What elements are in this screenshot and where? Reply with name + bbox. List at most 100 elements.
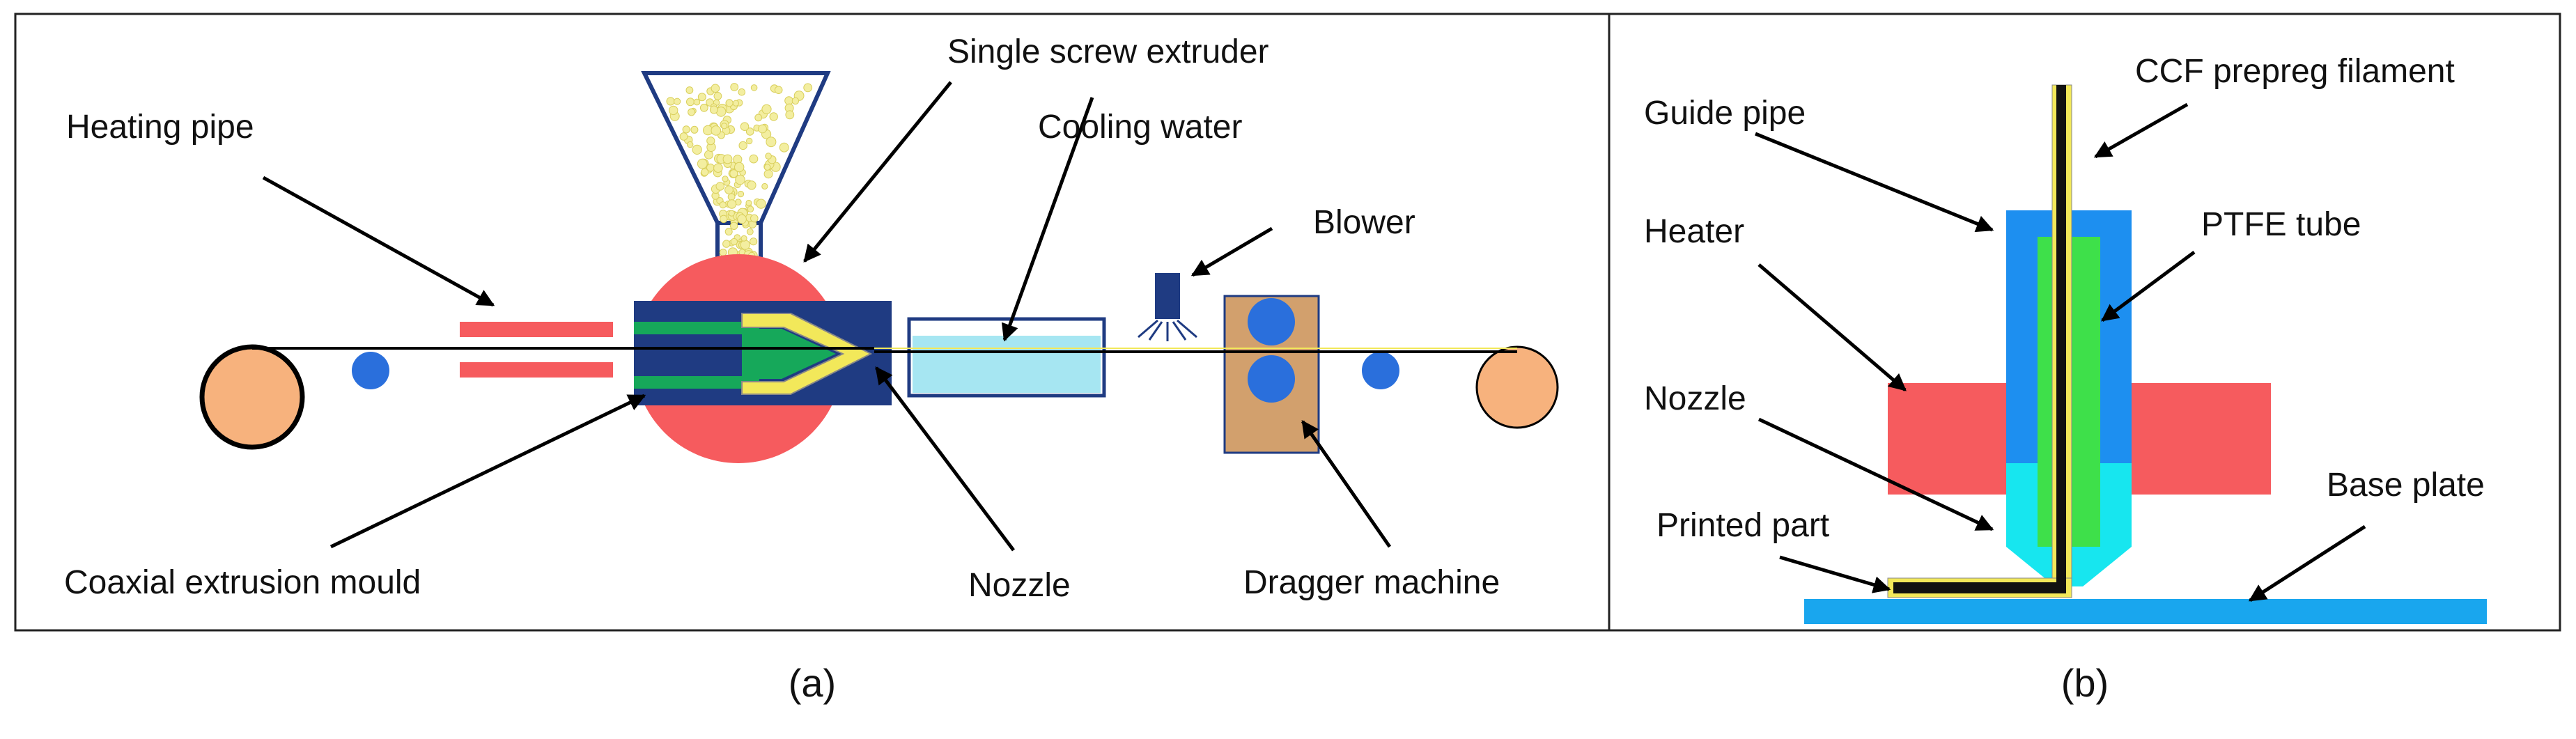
caption-b: (b) [2061, 661, 2109, 705]
filament-vertical-core [2056, 85, 2066, 591]
label-nozzle-b: Nozzle [1644, 380, 1746, 417]
pellet [746, 228, 754, 235]
pellet [745, 199, 752, 206]
label-coaxial-extrusion-mould: Coaxial extrusion mould [64, 564, 421, 601]
pellet [713, 163, 723, 173]
pellet [685, 86, 694, 94]
pellet [803, 83, 813, 93]
pellet [740, 235, 747, 242]
label-blower: Blower [1313, 204, 1415, 241]
pellet [727, 199, 737, 209]
pellet [745, 127, 754, 136]
pellet [706, 137, 715, 146]
pellet [704, 150, 713, 160]
pellet [730, 83, 739, 91]
pellet [728, 210, 735, 217]
pellet [732, 100, 740, 107]
pellet [706, 163, 715, 172]
pellet [729, 169, 738, 178]
pellet [761, 182, 768, 190]
pellet [735, 174, 745, 185]
label-guide-pipe: Guide pipe [1644, 95, 1806, 132]
pellet [763, 169, 773, 179]
mould-channel-top [634, 322, 759, 334]
pellet [765, 153, 772, 160]
printed-part [1893, 582, 2066, 593]
pellet [766, 137, 777, 148]
pellet [669, 105, 678, 116]
pellet [740, 240, 750, 250]
label-base-plate: Base plate [2327, 467, 2485, 504]
label-cooling-water: Cooling water [1038, 109, 1243, 146]
arrow-single-screw-extruder [803, 81, 952, 263]
pellet [791, 97, 800, 105]
arrow-base-plate [2248, 524, 2366, 602]
label-ccf-prepreg-filament: CCF prepreg filament [2135, 53, 2455, 90]
pellet [737, 190, 745, 198]
pellet [750, 214, 759, 223]
pellet [711, 84, 720, 93]
label-heating-pipe: Heating pipe [66, 109, 254, 146]
pellet [727, 193, 736, 201]
pellet [779, 142, 789, 153]
pellet [738, 141, 747, 150]
label-single-screw-extruder: Single screw extruder [947, 33, 1269, 70]
pellet [754, 114, 763, 122]
pellet [719, 201, 727, 209]
arrow-blower [1190, 226, 1273, 277]
pellet [697, 93, 706, 102]
pellet [713, 92, 722, 100]
arrow-guide-pipe [1755, 132, 1994, 233]
pellet [737, 214, 747, 224]
pellet [730, 238, 738, 246]
arrow-cooling-water [1001, 97, 1094, 342]
arrow-coaxial-extrusion-mould [329, 394, 646, 549]
pellet [725, 99, 734, 107]
pellet [709, 105, 718, 114]
arrow-dragger-machine [1301, 419, 1392, 548]
pellet [699, 103, 708, 112]
mould-channel-bottom [634, 376, 759, 389]
arrow-ptfe-tube [2100, 250, 2196, 322]
pellet [750, 84, 758, 91]
label-nozzle-a: Nozzle [968, 567, 1071, 604]
arrow-heating-pipe [262, 176, 495, 307]
pellet [724, 228, 733, 236]
pellet [756, 199, 766, 209]
pellet [687, 141, 694, 148]
cooling-water [913, 336, 1101, 393]
pellet [730, 221, 738, 230]
pellet [711, 125, 722, 136]
pellet [747, 205, 754, 213]
guide-roller-right [1362, 352, 1399, 389]
pellet [774, 86, 783, 94]
pellet [750, 238, 758, 246]
pellet [722, 240, 731, 248]
heating-pipe-bottom [460, 362, 613, 378]
mould-cone-green [742, 329, 836, 379]
panel-a: Single screw extruder Heating pipe Cooli… [14, 13, 1611, 632]
blower-icon [1138, 273, 1197, 341]
arrow-printed-part [1779, 555, 1891, 593]
feed-spool [199, 344, 305, 450]
label-heater: Heater [1644, 213, 1744, 250]
hopper-icon [641, 71, 831, 267]
pellet [721, 123, 728, 130]
take-up-spool [1475, 345, 1559, 429]
pellet [715, 182, 725, 191]
pellet [722, 176, 729, 182]
pellet [697, 158, 708, 169]
pellet [666, 97, 675, 106]
dragger-roller-bottom [1248, 355, 1295, 403]
pellet [761, 104, 772, 114]
dragger-roller-top [1248, 298, 1295, 345]
pellet [785, 110, 795, 120]
pellet [763, 164, 771, 171]
pellets [666, 83, 813, 265]
guide-roller-left [352, 352, 389, 389]
base-plate [1804, 599, 2487, 624]
pellet [738, 88, 746, 96]
pellet [674, 98, 681, 105]
pellet [701, 168, 709, 176]
